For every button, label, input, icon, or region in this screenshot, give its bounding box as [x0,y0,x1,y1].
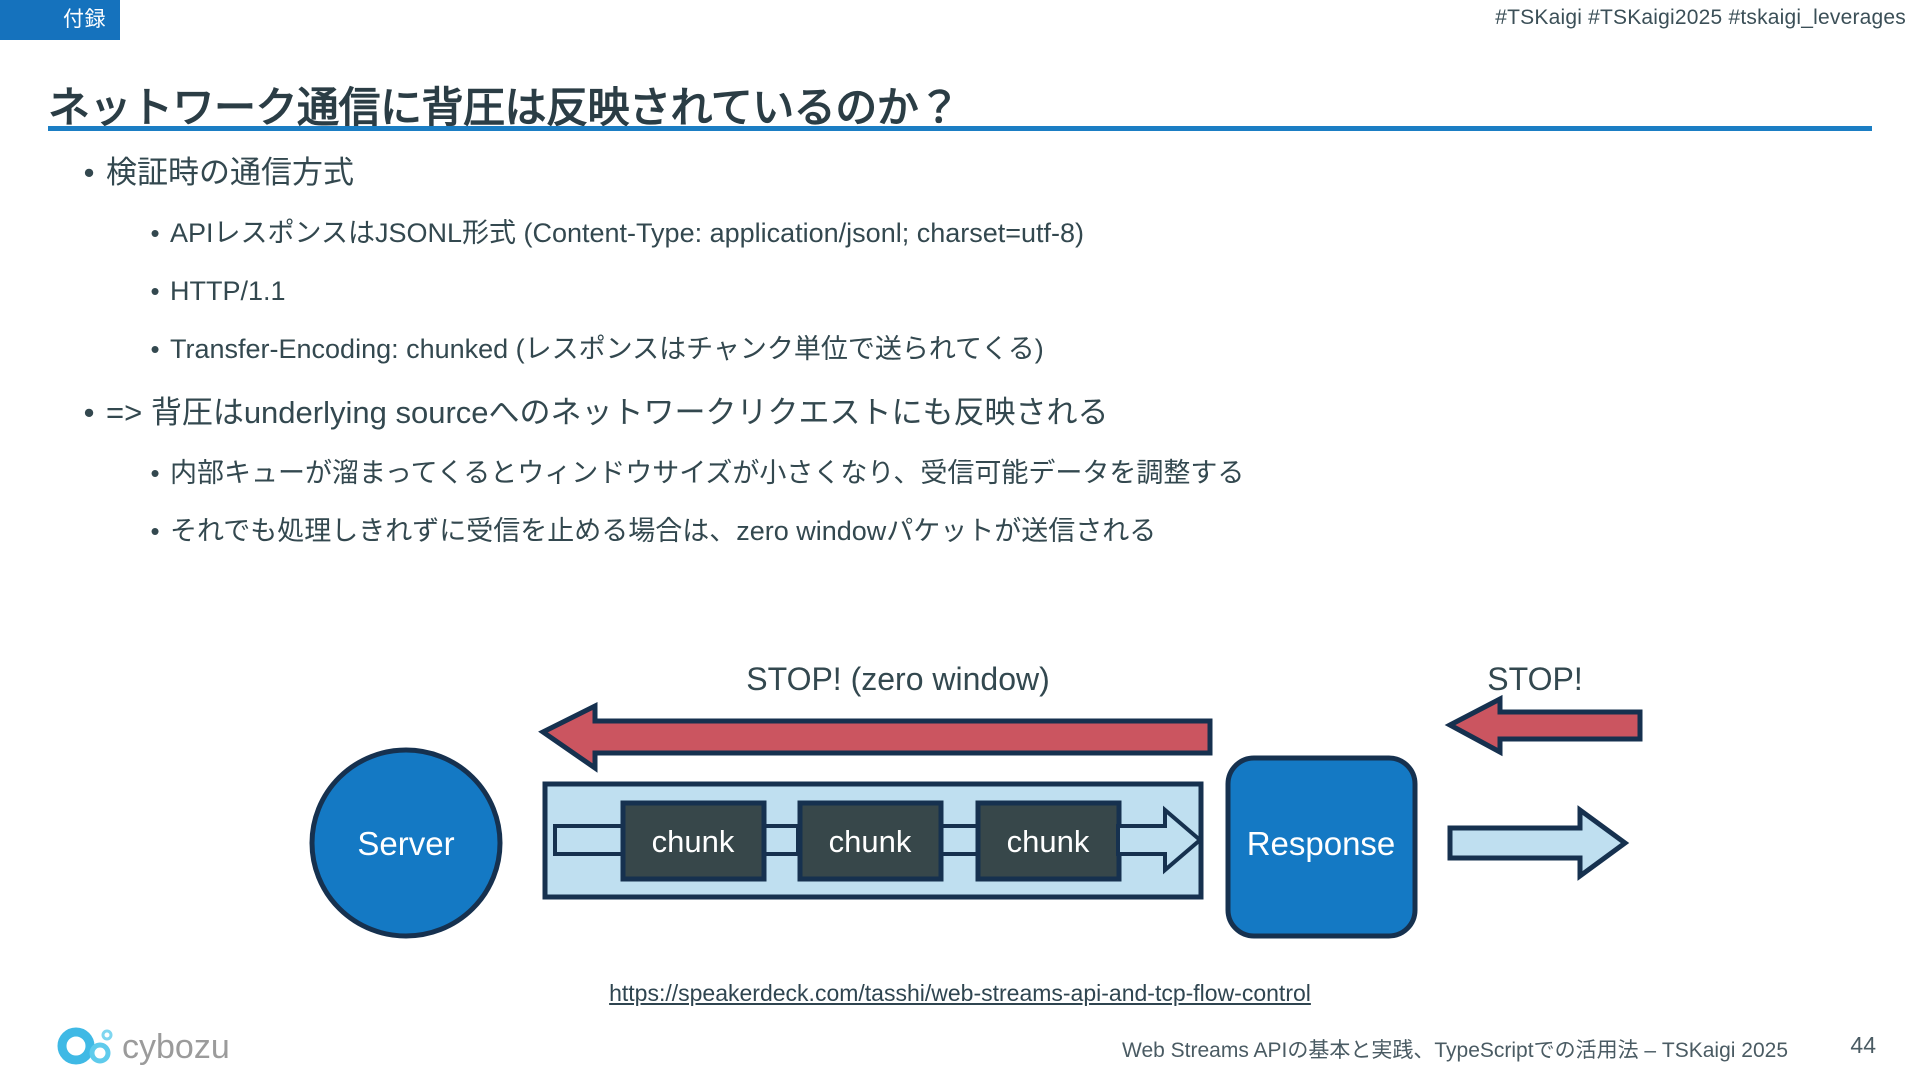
source-url-text: https://speakerdeck.com/tasshi/web-strea… [609,980,1311,1006]
bullet-marker-icon: • [150,334,160,364]
chunk-label: chunk [1007,824,1090,859]
bullet-item: • Transfer-Encoding: chunked (レスポンスはチャンク… [0,328,1920,370]
bullet-item: • 検証時の通信方式 [0,150,1920,196]
stop-label: STOP! [1487,661,1582,697]
title-underline-rule [48,126,1872,131]
bullet-text: HTTP/1.1 [170,276,286,306]
page-number: 44 [1850,1032,1876,1058]
chunk-box: chunk [975,800,1122,882]
bullet-marker-icon: • [83,155,95,190]
bullet-marker-icon: • [150,458,160,488]
chunk-box: chunk [620,800,767,882]
bullet-marker-icon: • [150,276,160,306]
bullet-item: • それでも処理しきれずに受信を止める場合は、zero windowパケットが送… [0,510,1920,552]
bullet-item: • => 背圧はunderlying sourceへのネットワークリクエストにも… [0,390,1920,436]
stop-zero-window-label: STOP! (zero window) [746,661,1050,697]
slide-body: • 検証時の通信方式 • APIレスポンスはJSONL形式 (Content-T… [0,150,1920,568]
response-node [1225,755,1418,939]
hashtags-text: #TSKaigi #TSKaigi2025 #tskaigi_leverages [1495,6,1906,29]
bullet-text: Transfer-Encoding: chunked (レスポンスはチャンク単位… [170,334,1044,364]
bullet-marker-icon: • [83,395,95,430]
chunk-label: chunk [652,824,735,859]
response-label: Response [1247,825,1396,862]
page-title: ネットワーク通信に背圧は反映されているのか？ [48,84,960,132]
logo-ring-small-icon [89,1042,111,1064]
pipe-outflow-arrow-icon [1116,805,1204,875]
logo-ring-large-icon [57,1027,95,1065]
bullet-text: 内部キューが溜まってくるとウィンドウサイズが小さくなり、受信可能データを調整する [170,458,1245,488]
pipe-connector-left [553,824,627,856]
bullet-text: APIレスポンスはJSONL形式 (Content-Type: applicat… [170,218,1085,248]
chunk-box: chunk [797,800,944,882]
bullet-item: • APIレスポンスはJSONL形式 (Content-Type: applic… [0,212,1920,254]
server-node [309,747,503,939]
backpressure-diagram: STOP! (zero window) STOP! chunk chunk ch… [0,650,1920,980]
response-outflow-arrow-icon [1447,805,1630,881]
logo-wordmark: cybozu [122,1028,230,1066]
footer-deck-title: Web Streams APIの基本と実践、TypeScriptでの活用法 – … [1122,1039,1788,1062]
source-url-link[interactable]: https://speakerdeck.com/tasshi/web-strea… [0,980,1920,1007]
cybozu-logo: cybozu [54,1022,234,1068]
appendix-badge: 付録 [0,0,120,40]
bullet-item: • 内部キューが溜まってくるとウィンドウサイズが小さくなり、受信可能データを調整… [0,452,1920,494]
server-label: Server [357,825,454,862]
stop-arrow-icon [1444,694,1643,757]
chunk-label: chunk [829,824,912,859]
bullet-text: 検証時の通信方式 [106,155,354,190]
zero-window-arrow-icon [538,701,1213,773]
bullet-text: それでも処理しきれずに受信を止める場合は、zero windowパケットが送信さ… [170,516,1157,546]
bullet-item: • HTTP/1.1 [0,270,1920,312]
logo-dot-icon [101,1029,113,1041]
bullet-marker-icon: • [150,516,160,546]
bullet-text: => 背圧はunderlying sourceへのネットワークリクエストにも反映… [106,395,1109,430]
bullet-marker-icon: • [150,218,160,248]
